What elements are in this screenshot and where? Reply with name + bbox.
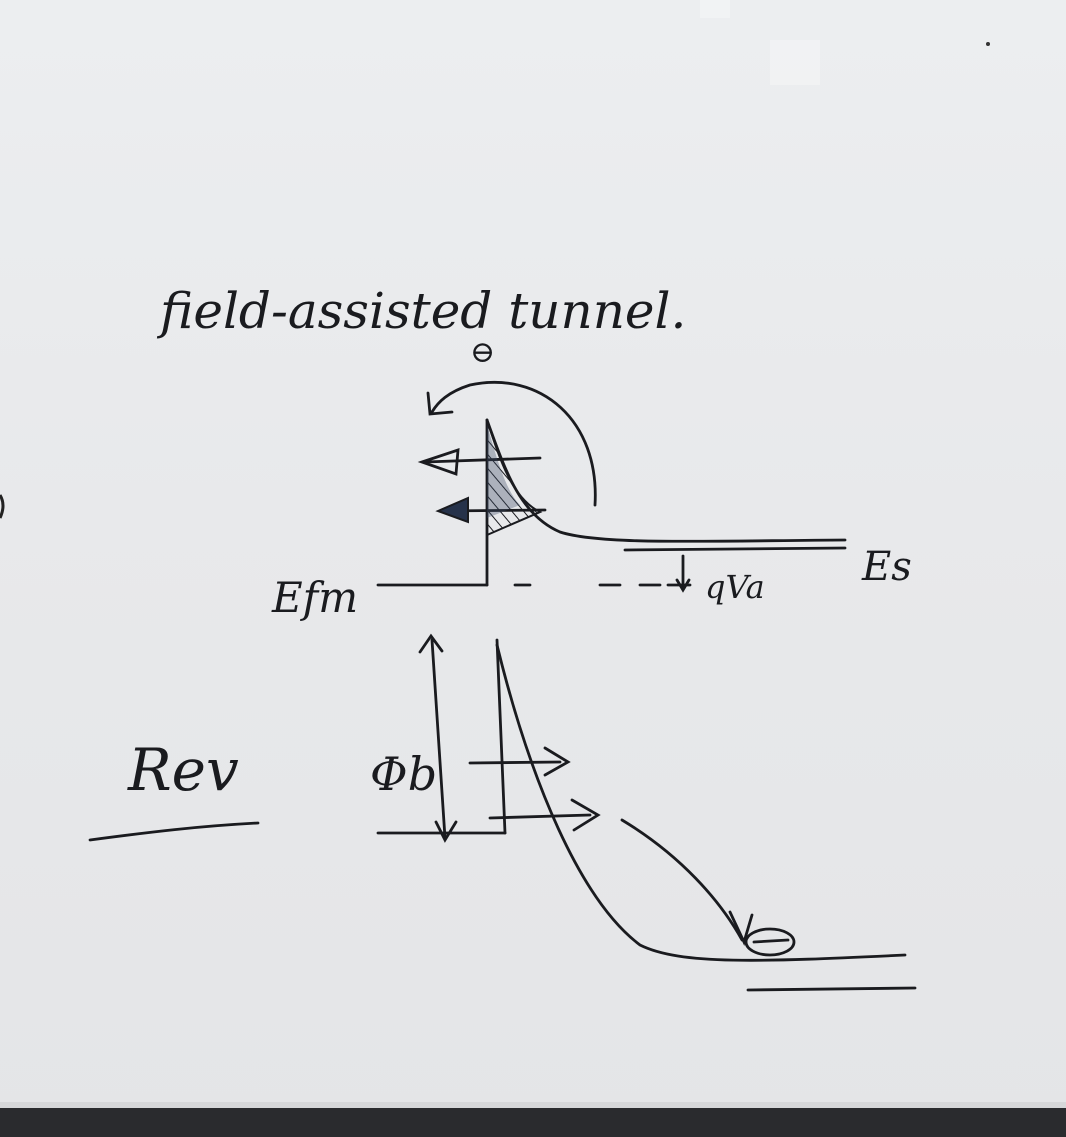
board-dot xyxy=(986,42,990,46)
lower-band-diagram xyxy=(88,633,917,992)
hatch-shading xyxy=(487,425,520,518)
board-frame-bottom xyxy=(0,1108,1066,1137)
phi-b-label: Φb xyxy=(370,747,437,801)
smudge xyxy=(770,40,820,85)
drift-arrowhead xyxy=(728,910,754,946)
rev-underline xyxy=(88,821,260,842)
electron-circle xyxy=(744,927,796,957)
lower-barrier-wall xyxy=(495,638,507,835)
qva-arrowhead xyxy=(675,578,691,593)
tunnel-arrowhead-upper xyxy=(417,448,460,476)
emission-arrow-upper xyxy=(468,760,562,765)
tunnel-arrowhead-lower xyxy=(435,496,469,524)
phi-b-arrow xyxy=(430,638,447,840)
phi-b-arrowhead-top xyxy=(418,633,444,654)
electron-symbol: ⊖ xyxy=(470,335,495,370)
phi-b-arrowhead-bottom xyxy=(434,820,458,843)
emission-arrow-lower xyxy=(488,813,592,820)
es-level-line xyxy=(623,546,847,552)
efm-label: Efm xyxy=(271,573,358,622)
es-label: Es xyxy=(861,544,912,590)
bottom-level-line xyxy=(746,986,917,992)
smudge xyxy=(700,0,730,18)
rev-label: Rev xyxy=(127,736,239,804)
title-text: field-assisted tunnel. xyxy=(156,282,686,340)
over-barrier-curved-arrow xyxy=(430,380,597,507)
tunneling-hatched-region xyxy=(486,419,543,537)
curved-arrowhead xyxy=(426,391,454,416)
drift-arrow xyxy=(620,818,744,942)
qva-label: qVa xyxy=(705,568,765,606)
left-edge-mark xyxy=(0,494,5,519)
board-frame-lip xyxy=(0,1102,1066,1108)
emission-arrowhead-upper xyxy=(543,746,571,777)
tunnel-arrow-upper xyxy=(423,456,542,464)
emission-arrowhead-lower xyxy=(570,798,601,832)
conduction-band-curve xyxy=(485,418,847,543)
lower-band-curve xyxy=(495,643,907,962)
electron-minus-sign xyxy=(752,938,790,944)
upper-band-diagram xyxy=(376,380,847,593)
